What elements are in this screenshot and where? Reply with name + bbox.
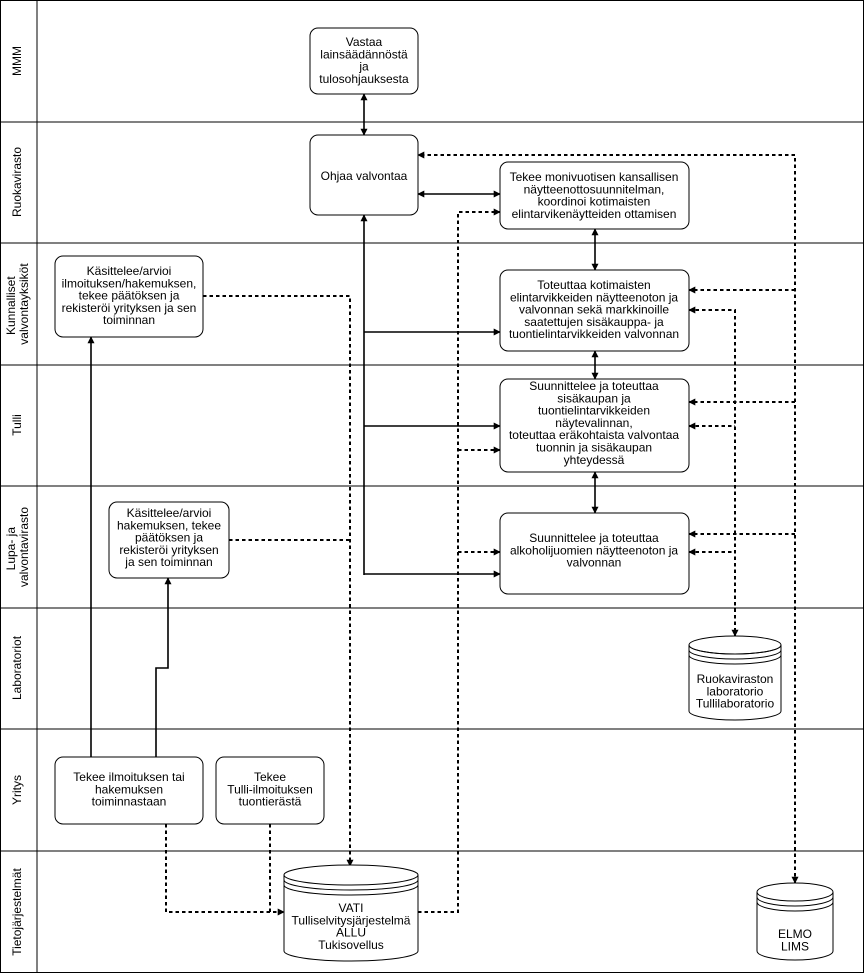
text-database-vati-line-1: VATI: [339, 901, 364, 915]
text-lupa-suunnittelee-line-3: valvonnan: [567, 556, 622, 570]
box-mmm-vastaa: [309, 27, 419, 95]
text-kunnalliset-toteuttaa-line-4: saatettujen sisäkauppa- ja: [524, 315, 664, 329]
box-yritys-tulli-ilmoitus: [215, 756, 325, 825]
box-lupa-kasittelee: [108, 501, 230, 579]
database-elmo: [756, 882, 834, 961]
text-yritys-tekee-line-2: hakemuksen: [95, 782, 163, 796]
text-database-elmo-line-2: LIMS: [781, 939, 809, 953]
dash-kunnalliset-vati: [203, 295, 354, 867]
text-database-vati-line-4: Tukisovellus: [318, 938, 384, 952]
text-lupa-kasittelee-line-2: hakemuksen, tekee: [117, 518, 221, 532]
text-yritys-tulli-ilmoitus-line-2: Tulli-ilmoituksen: [227, 782, 313, 796]
text-tulli-suunnittelee-line-7: yhteydessä: [564, 453, 625, 467]
text-kunnalliset-kasittelee-line-3: tekee päätöksen ja: [79, 289, 180, 303]
box-tulli-suunnittelee: [499, 378, 690, 473]
text-tulli-suunnittelee-line-1: Suunnittelee ja toteuttaa: [529, 379, 659, 393]
text-lupa-kasittelee-line-3: päätöksen ja: [135, 531, 203, 545]
text-lupa-kasittelee-line-1: Käsittelee/arvioi: [127, 506, 212, 520]
lane-label-lupa-text: Lupa- ja: [4, 527, 18, 571]
dash-yritys-vati: [165, 824, 285, 916]
lane-label-kunnalliset-line2: valvontayksiköt: [17, 263, 31, 345]
text-tulli-suunnittelee-line-2: sisäkaupan ja: [557, 391, 631, 405]
text-kunnalliset-toteuttaa-line-2: elintarvikkeiden näytteenoton ja: [510, 290, 678, 304]
text-kunnalliset-kasittelee-line-4: rekisteröi yrityksen ja sen: [62, 301, 197, 315]
text-tulli-suunnittelee-line-5: toteuttaa eräkohtaista valvontaa: [509, 428, 679, 442]
lane-label-kunnalliset: Kunnalliset valvontayksiköt: [4, 263, 31, 345]
text-yritys-tekee-line-3: toiminnastaan: [92, 795, 167, 809]
lane-label-kunnalliset-text: Kunnalliset: [4, 276, 18, 335]
box-kunnalliset-kasittelee: [54, 255, 204, 338]
text-lupa-suunnittelee-line-1: Suunnittelee ja toteuttaa: [529, 531, 659, 545]
text-database-vati-line-2: Tulliselvitysjärjestelmä: [292, 913, 411, 927]
text-database-lab-line-2: laboratorio: [707, 684, 764, 698]
box-ruokavirasto-ohjaa: [309, 134, 419, 216]
text-ruokavirasto-tekee-line-4: elintarvikenäytteiden ottamisen: [512, 207, 677, 221]
text-database-vati-line-3: ALLU: [336, 926, 366, 940]
lane-label-tulli: Tulli: [10, 414, 24, 436]
text-lupa-kasittelee-line-5: ja sen toiminnan: [124, 555, 212, 569]
arrow-yritys-lupa: [155, 577, 172, 757]
lane-label-ruokavirasto: Ruokavirasto: [10, 147, 24, 217]
dash-elmo-ohjaa: [417, 151, 799, 884]
box-ruokavirasto-tekee: [499, 161, 690, 230]
dash-vati-tekee: [418, 208, 501, 913]
text-ruokavirasto-ohjaa: Ohjaa valvontaa: [321, 169, 408, 183]
box-yritys-tekee: [54, 756, 204, 825]
text-database-elmo-line-1: ELMO: [778, 927, 812, 941]
text-lupa-suunnittelee-line-2: alkoholijuomien näytteenoton ja: [510, 543, 678, 557]
lane-label-laboratoriot: Laboratoriot: [10, 635, 24, 700]
text-database-lab-line-3: Tullilaboratorio: [696, 697, 775, 711]
text-kunnalliset-toteuttaa-line-1: Toteuttaa kotimaisten: [537, 278, 650, 292]
dashed-connectors: [165, 151, 799, 916]
lane-label-lupa-line2: valvontavirasto: [17, 507, 31, 587]
lane-label-lupa: Lupa- ja valvontavirasto: [4, 507, 31, 587]
lane-label-mmm: MMM: [10, 46, 24, 76]
text-kunnalliset-kasittelee-line-1: Käsittelee/arvioi: [87, 264, 172, 278]
database-lab: [688, 635, 782, 721]
text-mmm-vastaa-line-1: Vastaa: [346, 35, 383, 49]
box-kunnalliset-toteuttaa: [499, 269, 690, 352]
text-ruokavirasto-tekee-line-2: näytteenottosuunnitelman,: [524, 182, 665, 196]
text-yritys-tekee-line-1: Tekee ilmoituksen tai: [73, 770, 184, 784]
text-ruokavirasto-tekee-line-1: Tekee monivuotisen kansallisen: [510, 170, 679, 184]
text-kunnalliset-kasittelee-line-2: ilmoituksen/hakemuksen,: [62, 276, 197, 290]
text-tulli-suunnittelee-line-6: tuonnin ja sisäkaupan: [536, 441, 652, 455]
database-vati: [283, 864, 419, 962]
dash-kunnalliset-lab: [688, 306, 739, 637]
text-lupa-kasittelee-line-4: rekisteröi yrityksen: [119, 543, 218, 557]
text-kunnalliset-toteuttaa-line-5: tuontielintarvikkeiden valvonnan: [509, 327, 679, 341]
lane-label-tietojarjestelmat: Tietojärjestelmät: [10, 868, 24, 956]
text-mmm-vastaa-line-3: ja: [358, 60, 369, 74]
text-kunnalliset-kasittelee-line-5: toiminnan: [103, 313, 155, 327]
text-ruokavirasto-tekee-line-3: koordinoi kotimaisten: [538, 195, 651, 209]
lane-label-yritys: Yritys: [10, 775, 24, 805]
text-tulli-suunnittelee-line-3: tuontielintarvikkeiden: [538, 404, 650, 418]
text-ruokavirasto-ohjaa-line-1: Ohjaa valvontaa: [321, 169, 408, 183]
text-mmm-vastaa-line-2: lainsäädännöstä: [320, 47, 408, 61]
lane-labels: MMM Ruokavirasto Kunnalliset valvontayks…: [4, 46, 31, 956]
text-yritys-tulli-ilmoitus-line-1: Tekee: [254, 770, 286, 784]
text-kunnalliset-toteuttaa-line-3: valvonnan sekä markkinoille: [519, 303, 669, 317]
text-database-lab-line-1: Ruokaviraston: [697, 672, 774, 686]
text-yritys-tulli-ilmoitus-line-3: tuontierästä: [239, 795, 302, 809]
box-lupa-suunnittelee: [499, 512, 690, 595]
text-tulli-suunnittelee-line-4: näytevalinnan,: [555, 416, 632, 430]
process-boxes: [54, 27, 690, 825]
text-mmm-vastaa-line-4: tulosohjauksesta: [319, 72, 409, 86]
